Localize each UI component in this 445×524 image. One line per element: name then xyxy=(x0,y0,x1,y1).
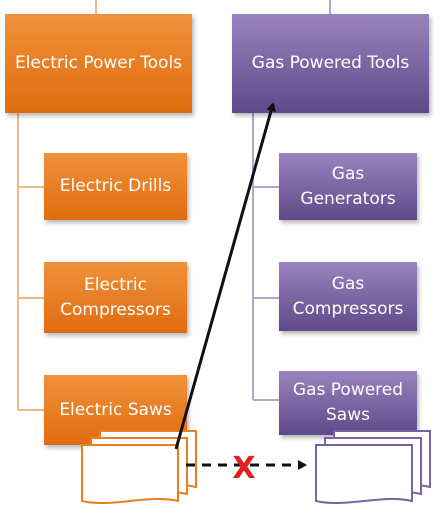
gas-compressors-label: Gas Compressors xyxy=(292,273,404,319)
electric-power-tools-label: Electric Power Tools xyxy=(14,53,183,74)
conversion-arrow xyxy=(174,102,276,450)
electric-compressors-label: Electric Compressors xyxy=(60,274,171,320)
gas-generators-box: Gas Generators xyxy=(279,153,417,220)
electric-compressors-box: Electric Compressors xyxy=(44,262,187,333)
electric-documents-icon xyxy=(81,430,197,504)
electric-drills-label: Electric Drills xyxy=(59,176,172,197)
gas-powered-tools-box: Gas Powered Tools xyxy=(232,14,429,113)
gas-powered-tools-label: Gas Powered Tools xyxy=(251,53,410,74)
gas-powered-saws-label: Gas Powered Saws xyxy=(292,380,404,425)
gas-compressors-box: Gas Compressors xyxy=(279,262,417,331)
electric-drills-box: Electric Drills xyxy=(44,153,187,220)
gas-documents-icon xyxy=(315,430,431,504)
electric-power-tools-box: Electric Power Tools xyxy=(5,14,192,113)
blocked-cross-icon: X xyxy=(232,451,255,486)
electric-saws-label: Electric Saws xyxy=(59,399,172,420)
gas-powered-saws-box: Gas Powered Saws xyxy=(279,371,417,435)
gas-generators-label: Gas Generators xyxy=(300,163,396,209)
